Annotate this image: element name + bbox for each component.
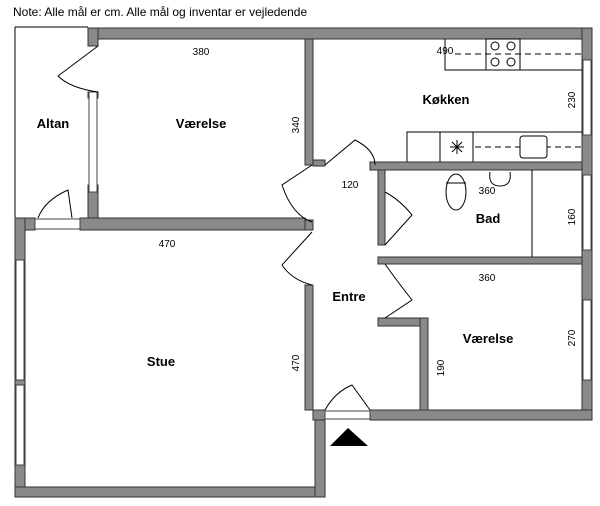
dim-bad-width: 360 [479,186,496,197]
room-label-altan: Altan [37,116,70,131]
windows [15,59,592,466]
room-label-bad: Bad [476,211,501,226]
dim-koekken-width: 490 [437,46,454,57]
entrance-arrow-icon [330,428,368,446]
dim-vaerelse2-width: 360 [479,273,496,284]
room-label-entre: Entre [332,289,365,304]
kitchen-counters [406,38,582,162]
balcony-outline [14,26,88,218]
note-text: Note: Alle mål er cm. Alle mål og invent… [13,5,308,19]
room-label-stue: Stue [147,354,175,369]
dim-vaerelse2-depth-2: 190 [436,359,447,376]
dim-stue-depth: 470 [291,354,302,371]
dim-entre-width: 120 [342,180,359,191]
bathroom-fixtures [445,170,533,257]
room-label-vaerelse-2: Værelse [463,331,514,346]
room-label-vaerelse-1: Værelse [176,116,227,131]
doors [37,45,413,411]
dim-vaerelse1-width: 380 [193,47,210,58]
dim-vaerelse2-depth: 270 [567,329,578,346]
walls [14,27,593,498]
dim-stue-width: 470 [159,239,176,250]
dim-bad-depth: 160 [567,208,578,225]
dim-vaerelse1-depth: 340 [291,116,302,133]
dim-koekken-depth: 230 [567,91,578,108]
room-label-koekken: Køkken [423,92,470,107]
